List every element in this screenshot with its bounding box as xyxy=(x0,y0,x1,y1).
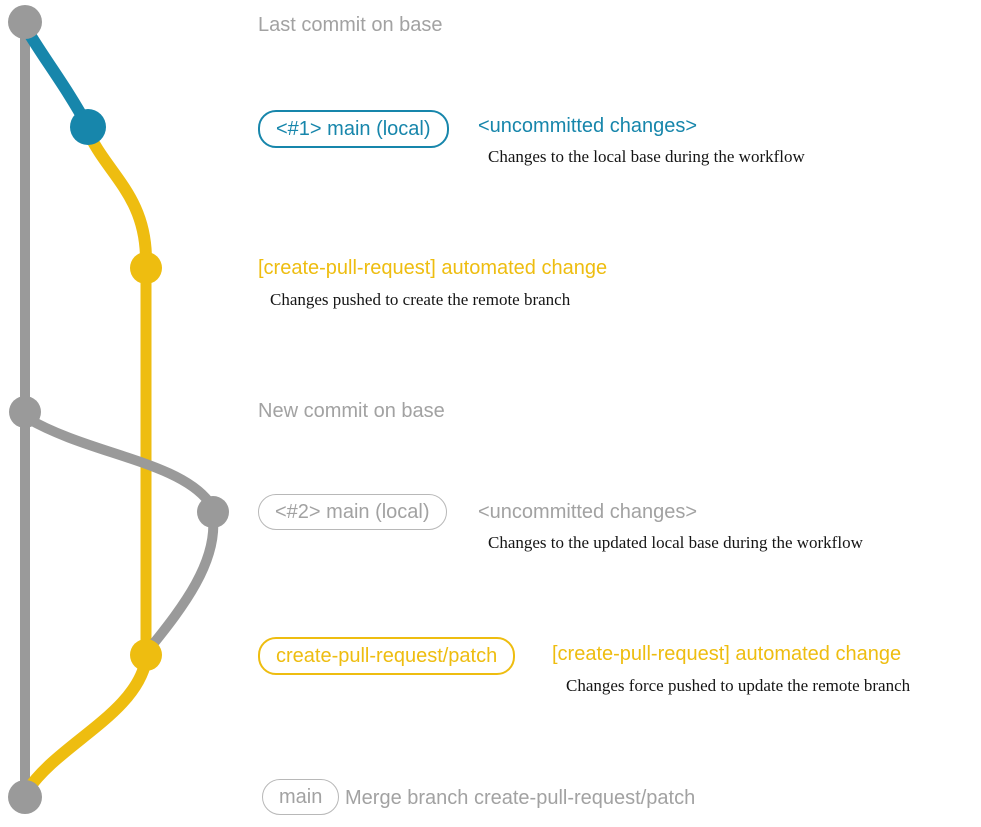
new-base-commit-edge xyxy=(22,413,214,507)
commit-merge xyxy=(8,780,42,814)
merge-branch-label: Merge branch create-pull-request/patch xyxy=(345,787,696,809)
new-commit-label: New commit on base xyxy=(258,400,445,422)
uncommitted-changes-desc-1: Changes to the local base during the wor… xyxy=(488,147,805,166)
push-edge xyxy=(84,130,152,266)
uncommitted-changes-desc-2: Changes to the updated local base during… xyxy=(488,533,863,552)
commit-local-1 xyxy=(70,109,106,145)
automated-change-desc-1: Changes pushed to create the remote bran… xyxy=(270,290,571,309)
branch-badge-main: main xyxy=(262,779,340,815)
automated-change-desc-2: Changes force pushed to update the remot… xyxy=(566,676,911,695)
branch-badge-main-local-2: <#2> main (local) xyxy=(258,494,447,530)
branch-badge-main-local-1: <#1> main (local) xyxy=(258,110,449,148)
last-commit-label: Last commit on base xyxy=(258,14,443,36)
commit-last-on-base xyxy=(8,5,42,39)
force-push-edge xyxy=(145,513,219,653)
commit-new-on-base xyxy=(9,396,41,428)
commit-remote-1 xyxy=(130,252,162,284)
merge-edge xyxy=(21,654,152,797)
commit-local-2 xyxy=(197,496,229,528)
uncommitted-changes-title-2: <uncommitted changes> xyxy=(478,501,698,523)
branch-badge-create-pull-request-patch: create-pull-request/patch xyxy=(258,637,516,675)
automated-change-title-2: [create-pull-request] automated change xyxy=(552,643,902,665)
automated-change-title-1: [create-pull-request] automated change xyxy=(258,257,608,279)
uncommitted-changes-title-1: <uncommitted changes> xyxy=(478,115,698,137)
commit-remote-2 xyxy=(130,639,162,671)
